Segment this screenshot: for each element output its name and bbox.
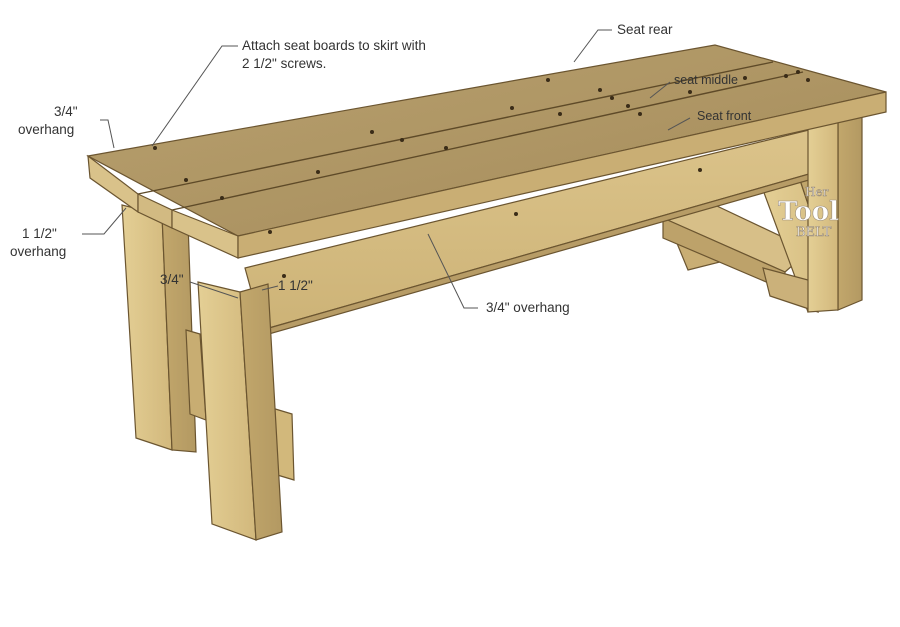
screw-hole xyxy=(184,178,188,182)
watermark-tool: Tool xyxy=(778,197,839,227)
screw-hole xyxy=(153,146,157,150)
side-overhang-value: 1 1/2" xyxy=(22,226,57,241)
attach-note-leader xyxy=(151,45,238,147)
leader-lines xyxy=(82,29,691,309)
seat-rear-leader xyxy=(573,29,612,63)
screw-hole xyxy=(370,130,374,134)
leg-dim-a-leader xyxy=(189,281,239,299)
leg-dim-b-leader xyxy=(261,285,279,291)
screw-hole xyxy=(220,196,224,200)
watermark-belt: BELT xyxy=(796,225,832,240)
front-left-leg-side xyxy=(239,283,283,541)
rear-left-leg xyxy=(121,204,197,453)
rear-right-leg-foot xyxy=(762,267,819,313)
seat-front-edge xyxy=(237,91,887,259)
seat-middle-leader xyxy=(649,81,671,99)
right-leg-face xyxy=(837,109,863,311)
screw-hole xyxy=(598,88,602,92)
seat-front-leader xyxy=(667,117,691,131)
attach-note-line1: Attach seat boards to skirt with xyxy=(242,38,426,53)
front-left-leg xyxy=(197,281,283,541)
end-overhang-value: 3/4" xyxy=(54,104,78,119)
attach-note-line2: 2 1/2" screws. xyxy=(242,56,326,71)
leg-dim-a-label: 3/4" xyxy=(160,272,184,287)
right-end-leg xyxy=(807,109,863,313)
screw-hole xyxy=(698,168,702,172)
screw-hole xyxy=(610,96,614,100)
seat-middle-label: seat middle xyxy=(674,73,738,87)
screw-hole xyxy=(316,170,320,174)
seat-rear-label: Seat rear xyxy=(617,22,673,37)
screw-hole xyxy=(558,112,562,116)
screw-hole xyxy=(444,146,448,150)
screw-hole xyxy=(268,230,272,234)
seat-top xyxy=(86,44,887,259)
screw-hole xyxy=(688,90,692,94)
side-overhang-word: overhang xyxy=(10,244,66,259)
leg-dim-b-label: 1 1/2" xyxy=(278,278,313,293)
screw-hole xyxy=(546,78,550,82)
screw-holes xyxy=(153,70,810,278)
screw-hole xyxy=(784,74,788,78)
screw-hole xyxy=(626,104,630,108)
screw-hole xyxy=(282,274,286,278)
watermark-her: Her xyxy=(805,185,829,199)
watermark-logo: Her Tool BELT xyxy=(778,185,840,241)
screw-hole xyxy=(400,138,404,142)
side-overhang-leader xyxy=(82,207,127,235)
front-overhang-label: 3/4" overhang xyxy=(486,300,570,315)
screw-hole xyxy=(510,106,514,110)
screw-hole xyxy=(806,78,810,82)
end-overhang-leader xyxy=(100,119,115,149)
end-overhang-word: overhang xyxy=(18,122,74,137)
screw-hole xyxy=(514,212,518,216)
front-overhang-leader xyxy=(427,233,478,309)
screw-hole xyxy=(796,70,800,74)
labels: Attach seat boards to skirt with 2 1/2" … xyxy=(10,22,752,315)
screw-hole xyxy=(638,112,642,116)
seat-front-label: Seat front xyxy=(697,109,752,123)
screw-hole xyxy=(743,76,747,80)
seat-seam-2 xyxy=(171,71,804,211)
